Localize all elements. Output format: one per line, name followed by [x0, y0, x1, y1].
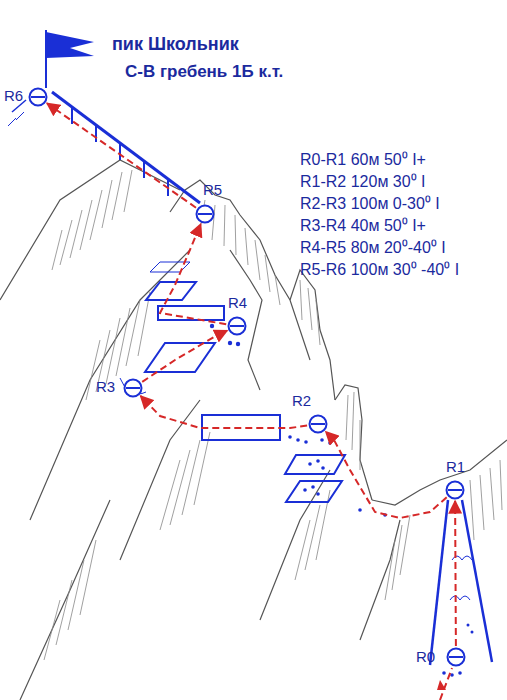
belay-station: R4 [227, 316, 247, 336]
pitch-line: R3-R4 40м 50⁰ I+ [300, 214, 426, 236]
route-line [142, 331, 227, 382]
belay-station: R0 [446, 647, 466, 667]
rock-hatching [44, 170, 502, 660]
station-label: R2 [292, 393, 311, 408]
station-circle [445, 480, 465, 500]
snow-patches [145, 262, 345, 502]
belay-station: R6 [28, 87, 48, 107]
pitch-line: R0-R1 60м 50⁰ I+ [300, 148, 426, 170]
station-circle [123, 378, 143, 398]
station-label: R4 [228, 295, 247, 310]
route-line [326, 432, 447, 518]
belay-station: R3 [123, 378, 143, 398]
pitch-line: R5-R6 100м 30⁰ -40⁰ I [300, 258, 459, 280]
scree-dots [210, 324, 474, 677]
pitch-line: R4-R5 80м 20⁰-40⁰ I [300, 236, 446, 258]
rock-sketch [0, 160, 507, 700]
belay-station: R1 [445, 480, 465, 500]
station-label: R0 [416, 649, 435, 664]
route-line [141, 396, 308, 428]
pitch-line: R2-R3 100м 0-30⁰ I [300, 192, 440, 214]
station-label: R1 [446, 459, 465, 474]
belay-station: R5 [195, 204, 215, 224]
station-label: R5 [203, 182, 222, 197]
station-circle [308, 414, 328, 434]
belay-station: R2 [308, 414, 328, 434]
station-label: R6 [4, 88, 23, 103]
route-line [47, 103, 196, 207]
route-grade: С-В гребень 1Б к.т. [125, 62, 283, 82]
station-circle [195, 204, 215, 224]
pitch-line: R1-R2 120м 30⁰ I [300, 170, 426, 192]
summit-ridge [8, 92, 200, 203]
flag-symbol [46, 30, 94, 88]
station-circle [446, 647, 466, 667]
peak-title: пик Школьник [112, 34, 239, 55]
couloir-outline [430, 500, 492, 665]
station-label: R3 [96, 379, 115, 394]
approach-line [437, 668, 452, 700]
route-line [160, 224, 226, 324]
route-line [454, 501, 457, 646]
station-circle [28, 87, 48, 107]
station-circle [227, 316, 247, 336]
cornice-marks [120, 378, 472, 600]
